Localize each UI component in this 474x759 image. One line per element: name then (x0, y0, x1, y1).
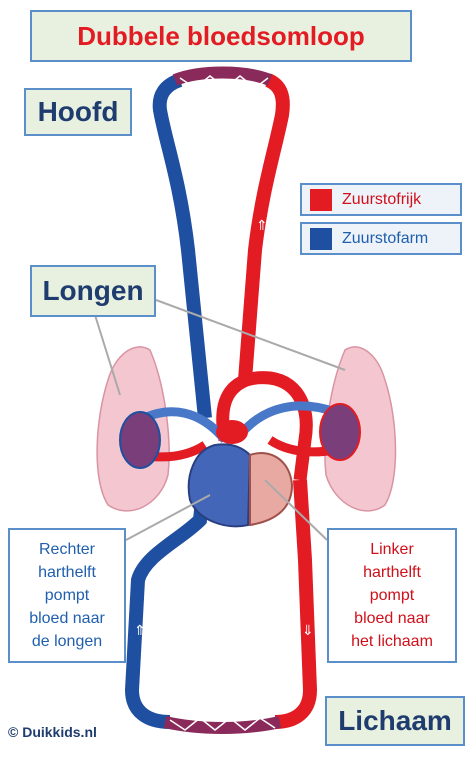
rechter-pointer (125, 494, 211, 541)
head-artery (238, 73, 290, 381)
right-half-line-4: bloed naar (29, 610, 105, 627)
lungs-label-box: Longen (30, 265, 156, 317)
oxygen-poor-label: Zuurstofarm (342, 229, 429, 247)
legend-oxygen-rich: Zuurstofrijk (300, 183, 462, 216)
left-half-line-3: pompt (369, 587, 415, 604)
heart-right-half (187, 443, 252, 528)
copyright-text: © Duikkids.nl (8, 724, 97, 740)
body-capillary-mesh (169, 717, 276, 731)
right-half-line-5: de longen (31, 633, 103, 650)
head-vein (152, 73, 212, 419)
aortic-arch (216, 371, 313, 481)
arrow-down-head: ⇓ (166, 218, 178, 234)
oxygen-poor-swatch (310, 227, 332, 250)
right-half-line-1: Rechter (38, 541, 96, 558)
head-label: Hoofd (37, 96, 119, 127)
longen-pointer-right (155, 299, 346, 371)
left-half-line-1: Linker (370, 541, 414, 558)
left-half-line-5: het lichaam (351, 633, 433, 650)
page-title: Dubbele bloedsomloop (77, 20, 365, 51)
oxygen-rich-label: Zuurstofrijk (342, 190, 422, 208)
pulmonary-artery-right (236, 401, 337, 438)
heart-left-half (249, 452, 294, 527)
left-half-callout: Linker harthelft pompt bloed naar het li… (327, 528, 457, 663)
legend-oxygen-poor: Zuurstofarm (300, 222, 462, 255)
left-half-line-2: harthelft (363, 564, 421, 581)
right-half-callout: Rechter harthelft pompt bloed naar de lo… (8, 528, 126, 663)
right-half-line-3: pompt (44, 587, 90, 604)
body-artery (274, 479, 318, 729)
head-label-box: Hoofd (24, 88, 132, 136)
longen-pointer-left (94, 314, 121, 396)
arrow-up-body: ⇑ (134, 623, 146, 639)
left-lung-capillaries (119, 411, 161, 469)
head-capillaries (172, 66, 273, 86)
title-box: Dubbele bloedsomloop (30, 10, 412, 62)
body-label: Lichaam (338, 705, 452, 736)
arrow-up-head: ⇑ (256, 218, 268, 234)
lungs-label: Longen (42, 275, 144, 306)
body-label-box: Lichaam (325, 696, 465, 746)
left-half-line-4: bloed naar (354, 610, 430, 627)
linker-pointer (264, 479, 328, 541)
arrow-down-body: ⇓ (302, 623, 314, 639)
right-half-line-2: harthelft (38, 564, 96, 581)
body-capillaries (163, 716, 282, 734)
right-lung-capillaries (319, 403, 361, 461)
head-capillary-mesh (179, 75, 269, 89)
heart-top (216, 420, 248, 444)
body-vein (124, 469, 212, 729)
oxygen-rich-swatch (310, 188, 332, 211)
